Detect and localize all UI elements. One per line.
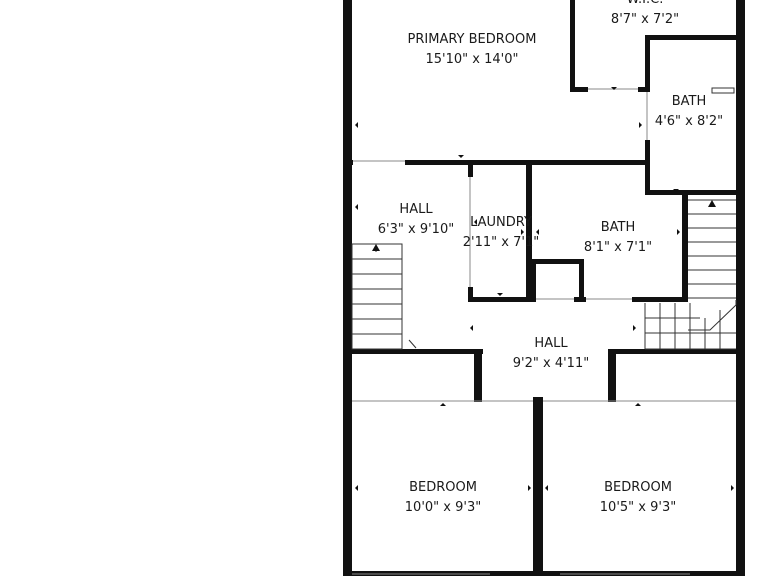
room-primary-bedroom: PRIMARY BEDROOM 15'10" x 14'0" bbox=[408, 30, 537, 70]
room-laundry-name: LAUNDRY bbox=[470, 215, 532, 230]
room-bath-mid-name: BATH bbox=[600, 220, 636, 235]
wall-exterior-left bbox=[343, 0, 352, 576]
room-hall-center-dims: 9'2" x 4'11" bbox=[512, 356, 590, 371]
wall-bottom bbox=[343, 571, 745, 576]
room-hall-left-name: HALL bbox=[399, 202, 433, 217]
wall-laundry-right bbox=[526, 165, 532, 302]
room-bedroom-left: BEDROOM 10'0" x 9'3" bbox=[405, 478, 481, 518]
wall-bath-top bbox=[645, 35, 741, 40]
room-bath-mid: BATH 8'1" x 7'1" bbox=[584, 218, 652, 258]
room-wic-dims: 8'7" x 7'2" bbox=[610, 12, 680, 27]
room-hall-left-dims: 6'3" x 9'10" bbox=[377, 222, 455, 237]
wall-closet-bottom-right bbox=[574, 297, 586, 302]
room-bedroom-left-name: BEDROOM bbox=[409, 480, 477, 495]
room-bath-upper-name: BATH bbox=[671, 94, 707, 109]
wall-wic-bottom-right bbox=[638, 87, 650, 92]
room-hall-left: HALL 6'3" x 9'10" bbox=[378, 200, 454, 240]
wall-lower-left-top bbox=[343, 349, 483, 354]
wall-hall-top-left bbox=[343, 160, 353, 165]
room-bath-upper: BATH 4'6" x 8'2" bbox=[655, 92, 723, 132]
room-wic-name: W.I.C. bbox=[611, 0, 679, 10]
walls bbox=[343, 0, 745, 576]
room-bedroom-right-dims: 10'5" x 9'3" bbox=[599, 500, 677, 515]
bath-fixture bbox=[711, 87, 735, 94]
room-hall-center: HALL 9'2" x 4'11" bbox=[513, 334, 589, 374]
wall-hall-top bbox=[405, 160, 650, 165]
wall-laundry-bottom bbox=[468, 297, 532, 302]
room-bedroom-right: BEDROOM 10'5" x 9'3" bbox=[600, 478, 676, 518]
room-laundry: LAUNDRY 2'11" x 7'1" bbox=[463, 213, 539, 253]
wall-closet-right bbox=[579, 259, 584, 302]
wall-exterior-right bbox=[736, 0, 745, 576]
wall-lower-left-post bbox=[474, 349, 482, 402]
stairs-right-arrow-icon bbox=[708, 200, 716, 207]
room-primary-bedroom-dims: 15'10" x 14'0" bbox=[425, 52, 519, 67]
wall-lower-right-post bbox=[608, 349, 616, 402]
stairs-left bbox=[351, 243, 417, 350]
wall-lower-right-top bbox=[608, 349, 741, 354]
room-hall-center-name: HALL bbox=[534, 336, 568, 351]
room-bath-upper-dims: 4'6" x 8'2" bbox=[654, 114, 724, 129]
wall-closet-top bbox=[531, 259, 584, 264]
room-primary-bedroom-name: PRIMARY BEDROOM bbox=[407, 32, 537, 47]
stairs-left-arrow-icon bbox=[372, 244, 380, 251]
room-bedroom-right-name: BEDROOM bbox=[604, 480, 672, 495]
room-bedroom-left-dims: 10'0" x 9'3" bbox=[404, 500, 482, 515]
wall-laundry-left-lower bbox=[468, 287, 473, 302]
room-wic: W.I.C. 8'7" x 7'2" bbox=[611, 0, 679, 30]
wall-wic-bottom-left bbox=[570, 87, 588, 92]
wall-bath-mid-right bbox=[682, 195, 688, 302]
wall-bath-left-upper bbox=[645, 35, 650, 92]
door-openings bbox=[352, 88, 736, 575]
dimension-ticks bbox=[355, 87, 734, 491]
room-bath-mid-dims: 8'1" x 7'1" bbox=[583, 240, 653, 255]
wall-laundry-left bbox=[468, 165, 473, 177]
wall-bath-mid-bottom-right bbox=[632, 297, 688, 302]
stairs-right bbox=[644, 199, 737, 350]
wall-bedrooms-divider bbox=[533, 397, 543, 576]
room-laundry-dims: 2'11" x 7'1" bbox=[462, 235, 540, 250]
wall-bath-left-lower bbox=[645, 140, 650, 195]
wall-wic-left bbox=[570, 0, 575, 92]
wall-closet-left bbox=[531, 259, 536, 302]
wall-bath-bottom bbox=[645, 190, 741, 195]
